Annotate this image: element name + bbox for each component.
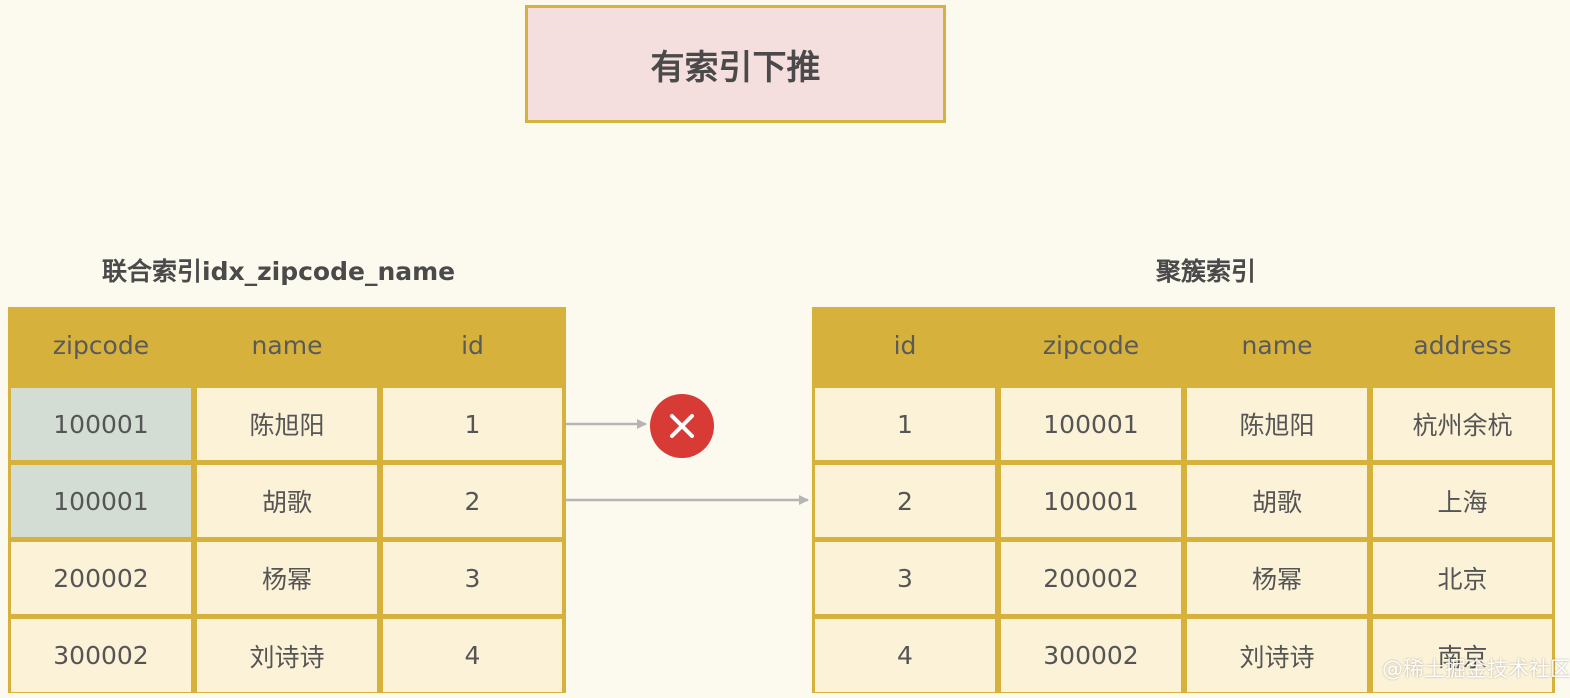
- table-cell: 1: [383, 388, 562, 460]
- column-header: name: [1187, 307, 1367, 383]
- table-cell: 北京: [1373, 542, 1552, 614]
- table-cell: 杨幂: [1187, 542, 1367, 614]
- watermark: @稀土掘金技术社区: [1382, 657, 1570, 681]
- table-cell: 200002: [11, 542, 191, 614]
- table-cell: 胡歌: [197, 465, 377, 537]
- composite-index-table: zipcode name id 100001 陈旭阳 1 100001 胡歌 2…: [8, 307, 566, 693]
- table-cell: 3: [815, 542, 995, 614]
- table-cell: 100001: [11, 465, 191, 537]
- close-icon: [650, 394, 714, 458]
- column-header: zipcode: [11, 307, 191, 383]
- table-cell: 100001: [1001, 465, 1181, 537]
- table-cell: 200002: [1001, 542, 1181, 614]
- table-cell: 4: [383, 619, 562, 692]
- clustered-index-table: id zipcode name address 1 100001 陈旭阳 杭州余…: [812, 307, 1555, 693]
- left-table-caption: 联合索引idx_zipcode_name: [102, 257, 456, 286]
- table-cell: 南京: [1373, 619, 1552, 692]
- table-cell: 胡歌: [1187, 465, 1367, 537]
- right-table-caption: 聚簇索引: [1156, 257, 1257, 286]
- table-cell: 陈旭阳: [197, 388, 377, 460]
- table-cell: 2: [383, 465, 562, 537]
- table-cell: 杭州余杭: [1373, 388, 1552, 460]
- column-header: name: [197, 307, 377, 383]
- table-cell: 上海: [1373, 465, 1552, 537]
- column-header: address: [1373, 307, 1552, 383]
- table-cell: 300002: [11, 619, 191, 692]
- column-header: id: [815, 307, 995, 383]
- table-cell: 陈旭阳: [1187, 388, 1367, 460]
- diagram-title: 有索引下推: [525, 5, 946, 123]
- column-header: zipcode: [1001, 307, 1181, 383]
- table-cell: 刘诗诗: [1187, 619, 1367, 692]
- table-cell: 4: [815, 619, 995, 692]
- table-cell: 300002: [1001, 619, 1181, 692]
- table-cell: 刘诗诗: [197, 619, 377, 692]
- table-cell: 2: [815, 465, 995, 537]
- table-cell: 1: [815, 388, 995, 460]
- table-cell: 100001: [11, 388, 191, 460]
- column-header: id: [383, 307, 562, 383]
- table-cell: 3: [383, 542, 562, 614]
- table-cell: 100001: [1001, 388, 1181, 460]
- table-cell: 杨幂: [197, 542, 377, 614]
